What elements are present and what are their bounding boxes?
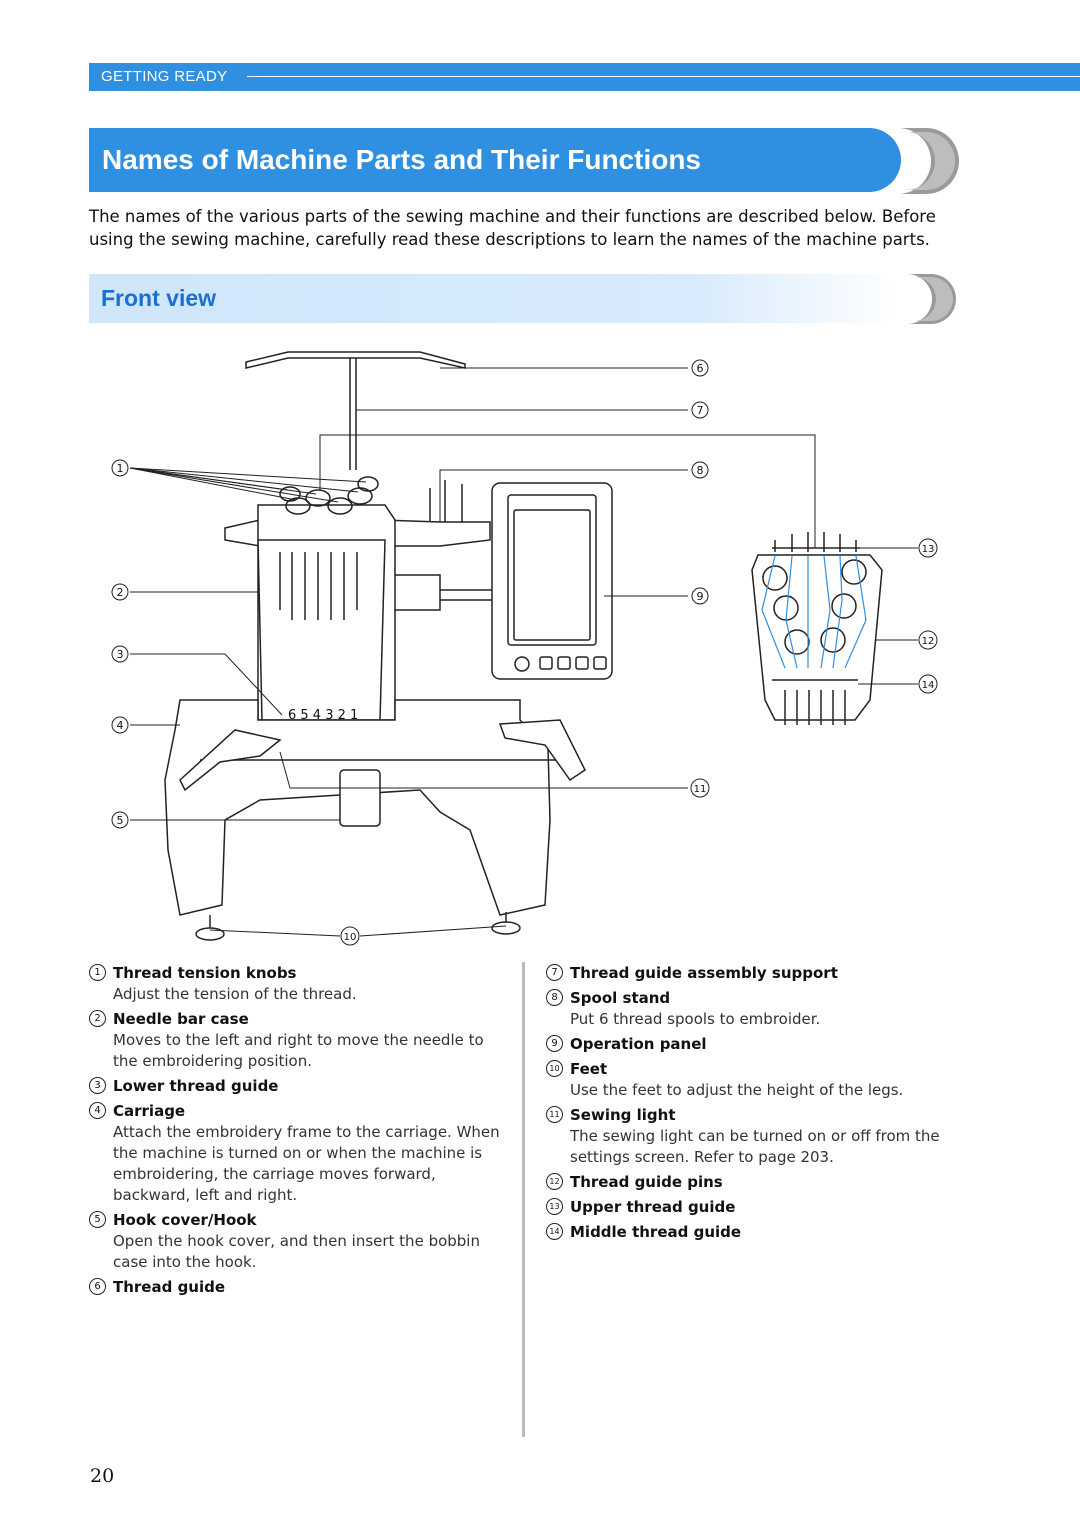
part-number: 3 [89,1077,106,1094]
part-title: Lower thread guide [113,1077,279,1095]
part-number: 9 [546,1035,563,1052]
part-title: Thread guide pins [570,1173,723,1191]
part-desc: Open the hook cover, and then insert the… [113,1232,480,1271]
callout-2: 2 [111,583,129,601]
part-item: 1 Thread tension knobs Adjust the tensio… [89,963,509,1005]
part-desc: Adjust the tension of the thread. [113,985,357,1003]
part-title: Carriage [113,1102,186,1120]
part-number: 4 [89,1102,106,1119]
svg-text:8: 8 [697,464,704,477]
part-item: 14 Middle thread guide [546,1222,966,1243]
subheading-bar: Front view [89,274,901,323]
svg-text:12: 12 [922,636,935,647]
part-desc: Use the feet to adjust the height of the… [570,1081,904,1099]
part-item: 8 Spool stand Put 6 thread spools to emb… [546,988,966,1030]
part-item: 4 Carriage Attach the embroidery frame t… [89,1101,509,1206]
part-title: Thread guide assembly support [570,964,838,982]
part-item: 3 Lower thread guide [89,1076,509,1097]
part-item: 13 Upper thread guide [546,1197,966,1218]
callout-3: 3 [111,645,129,663]
part-item: 6 Thread guide [89,1277,509,1298]
part-title: Sewing light [570,1106,676,1124]
parts-list-left: 1 Thread tension knobs Adjust the tensio… [89,963,509,1298]
page-number: 20 [90,1465,115,1487]
part-number: 8 [546,989,563,1006]
part-number: 10 [546,1060,563,1077]
subheading: Front view [101,285,217,311]
part-title: Feet [570,1060,608,1078]
part-number: 7 [546,964,563,981]
part-item: 5 Hook cover/Hook Open the hook cover, a… [89,1210,509,1273]
title-chevron-icon [898,128,959,194]
title-bar: Names of Machine Parts and Their Functio… [89,128,901,192]
svg-text:2: 2 [117,586,124,599]
svg-text:5: 5 [117,814,124,827]
subheading-chevron-icon [907,274,956,324]
part-number: 12 [546,1173,563,1190]
svg-text:13: 13 [922,544,935,555]
part-number: 1 [89,964,106,981]
svg-text:3: 3 [117,648,124,661]
callout-10: 10 [340,926,360,946]
part-number: 6 [89,1278,106,1295]
part-title: Upper thread guide [570,1198,736,1216]
part-title: Thread guide [113,1278,226,1296]
needle-number-label: 6 5 4 3 2 1 [288,708,358,723]
part-desc: The sewing light can be turned on or off… [570,1127,940,1166]
part-number: 13 [546,1198,563,1215]
svg-text:14: 14 [922,680,935,691]
svg-text:11: 11 [694,784,707,795]
part-item: 11 Sewing light The sewing light can be … [546,1105,966,1168]
section-label: GETTING READY [101,68,228,85]
part-number: 14 [546,1223,563,1240]
intro-paragraph: The names of the various parts of the se… [89,207,936,249]
svg-text:4: 4 [117,719,124,732]
callout-9: 9 [691,587,709,605]
part-title: Hook cover/Hook [113,1211,257,1229]
callout-8: 8 [691,461,709,479]
part-number: 11 [546,1106,563,1123]
svg-text:10: 10 [344,932,357,943]
parts-list-right: 7 Thread guide assembly support 8 Spool … [546,963,966,1243]
svg-text:7: 7 [697,404,704,417]
callout-5: 5 [111,811,129,829]
callout-11: 11 [690,778,710,798]
part-item: 10 Feet Use the feet to adjust the heigh… [546,1059,966,1101]
part-title: Needle bar case [113,1010,249,1028]
part-title: Spool stand [570,989,671,1007]
section-rule [247,76,1080,77]
part-item: 9 Operation panel [546,1034,966,1055]
part-title: Middle thread guide [570,1223,742,1241]
part-item: 12 Thread guide pins [546,1172,966,1193]
svg-text:1: 1 [117,462,124,475]
part-desc: Put 6 thread spools to embroider. [570,1010,821,1028]
column-divider [522,962,525,1437]
part-number: 5 [89,1211,106,1228]
part-desc: Moves to the left and right to move the … [113,1031,484,1070]
callout-12: 12 [918,630,938,650]
part-item: 2 Needle bar case Moves to the left and … [89,1009,509,1072]
page-title: Names of Machine Parts and Their Functio… [102,144,702,175]
svg-text:6: 6 [697,362,704,375]
callout-7: 7 [691,401,709,419]
callout-13: 13 [918,538,938,558]
svg-text:9: 9 [697,590,704,603]
part-item: 7 Thread guide assembly support [546,963,966,984]
callout-6: 6 [691,359,709,377]
section-header-bar: GETTING READY [89,63,1080,91]
part-title: Thread tension knobs [113,964,297,982]
callout-4: 4 [111,716,129,734]
callout-1: 1 [111,459,129,477]
part-number: 2 [89,1010,106,1027]
part-title: Operation panel [570,1035,707,1053]
callout-14: 14 [918,674,938,694]
machine-front-view-diagram: 6 5 4 3 2 1 1 2 3 4 5 6 7 8 9 10 11 12 1… [111,351,938,946]
part-desc: Attach the embroidery frame to the carri… [113,1123,500,1204]
